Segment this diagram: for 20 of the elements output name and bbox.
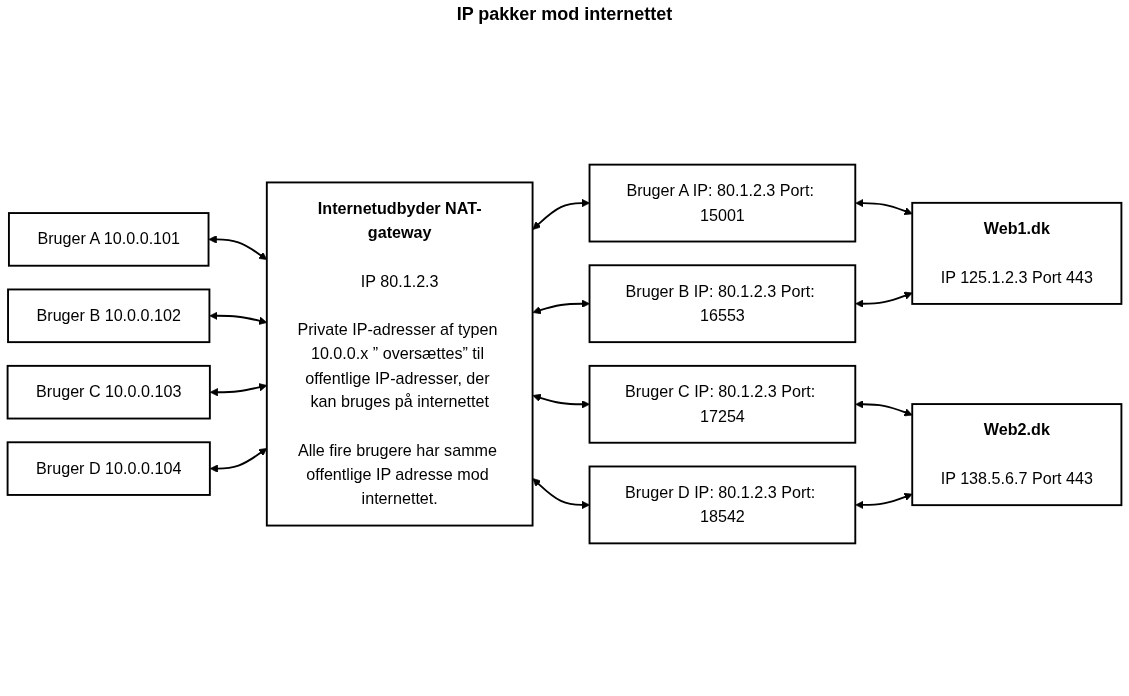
arrow xyxy=(855,400,913,417)
arrow xyxy=(532,299,590,315)
arrow xyxy=(532,393,590,409)
node-box: Web2.dk IP 138.5.6.7 Port 443 xyxy=(911,403,1123,507)
node-box: Bruger A 10.0.0.101 xyxy=(7,212,210,267)
column-heading: IP pakker mod internettet xyxy=(456,4,673,24)
arrow xyxy=(855,492,913,510)
node-box: Bruger D 10.0.0.104 xyxy=(6,441,211,496)
node-box: Bruger D IP: 80.1.2.3 Port: 18542 xyxy=(588,465,857,545)
node-box: Bruger C IP: 80.1.2.3 Port: 17254 xyxy=(588,364,857,444)
node-box: Bruger C 10.0.0.103 xyxy=(6,364,211,420)
node-box: Bruger B IP: 80.1.2.3 Port: 16553 xyxy=(588,264,857,344)
arrow xyxy=(532,478,590,510)
arrow xyxy=(532,198,590,230)
arrow xyxy=(855,291,913,308)
arrow xyxy=(855,198,913,216)
node-box: Bruger B 10.0.0.102 xyxy=(7,288,211,344)
node-box: Web1.dk IP 125.1.2.3 Port 443 xyxy=(911,201,1123,305)
node-box: Internetudbyder NAT-gateway IP 80.1.2.3 Private IP-adresser af typen 10.0.0.x ” oversættes” til offentlige IP-adresser, der kan bruges på internettet Alle fire brugere har samme offentlige IP adresse mod internettet. xyxy=(265,181,534,527)
node-box: Bruger A IP: 80.1.2.3 Port: 15001 xyxy=(588,163,857,243)
